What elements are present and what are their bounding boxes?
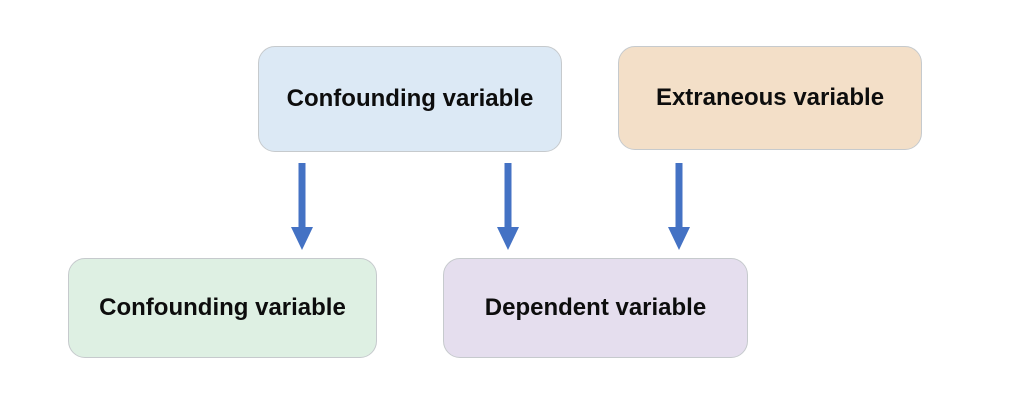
down-arrow-icon-confounding-to-dependent: [497, 163, 519, 250]
box-label-extraneous: Extraneous variable: [655, 84, 885, 111]
box-extraneous-variable: Extraneous variable: [618, 46, 922, 150]
box-dependent-variable: Dependent variable: [443, 258, 748, 358]
box-confounding-variable-bottom: Confounding variable: [68, 258, 377, 358]
box-label-dependent: Dependent variable: [484, 294, 707, 321]
down-arrow-icon-confounding-to-confounding: [291, 163, 313, 250]
box-label-confounding-bottom: Confounding variable: [99, 294, 346, 321]
box-confounding-variable-top: Confounding variable: [258, 46, 562, 152]
box-label-confounding-top: Confounding variable: [286, 85, 534, 112]
down-arrow-icon-extraneous-to-dependent: [668, 163, 690, 250]
